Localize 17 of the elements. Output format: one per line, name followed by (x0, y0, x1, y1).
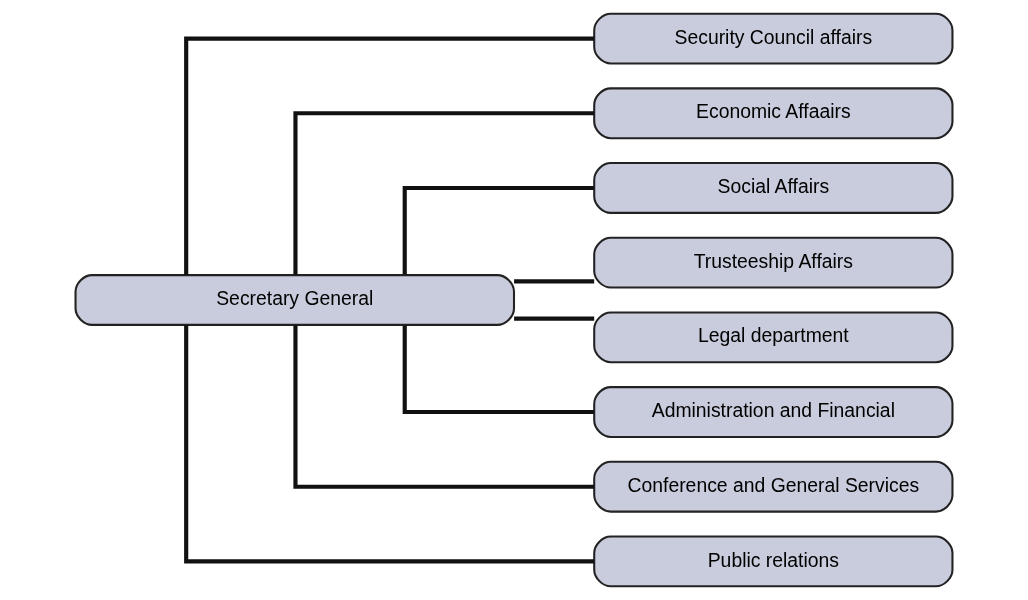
connector (514, 316, 595, 321)
node-box: Legal department (593, 311, 954, 364)
node-box: Trusteeship Affairs (593, 236, 954, 289)
node-box: Conference and General Services (593, 460, 954, 513)
node-box: Security Council affairs (593, 12, 954, 65)
node-box: Secretary General (74, 274, 516, 326)
connector (402, 325, 594, 415)
node-box: Administration and Financial (593, 386, 954, 438)
node-box: Public relations (593, 535, 954, 588)
connector (184, 36, 594, 275)
node-box: Economic Affaairs (593, 87, 954, 140)
connector (184, 325, 594, 564)
connector (514, 279, 595, 284)
connector (402, 185, 594, 275)
connector (293, 111, 595, 275)
connector (293, 325, 595, 489)
node-box: Social Affairs (593, 162, 954, 214)
